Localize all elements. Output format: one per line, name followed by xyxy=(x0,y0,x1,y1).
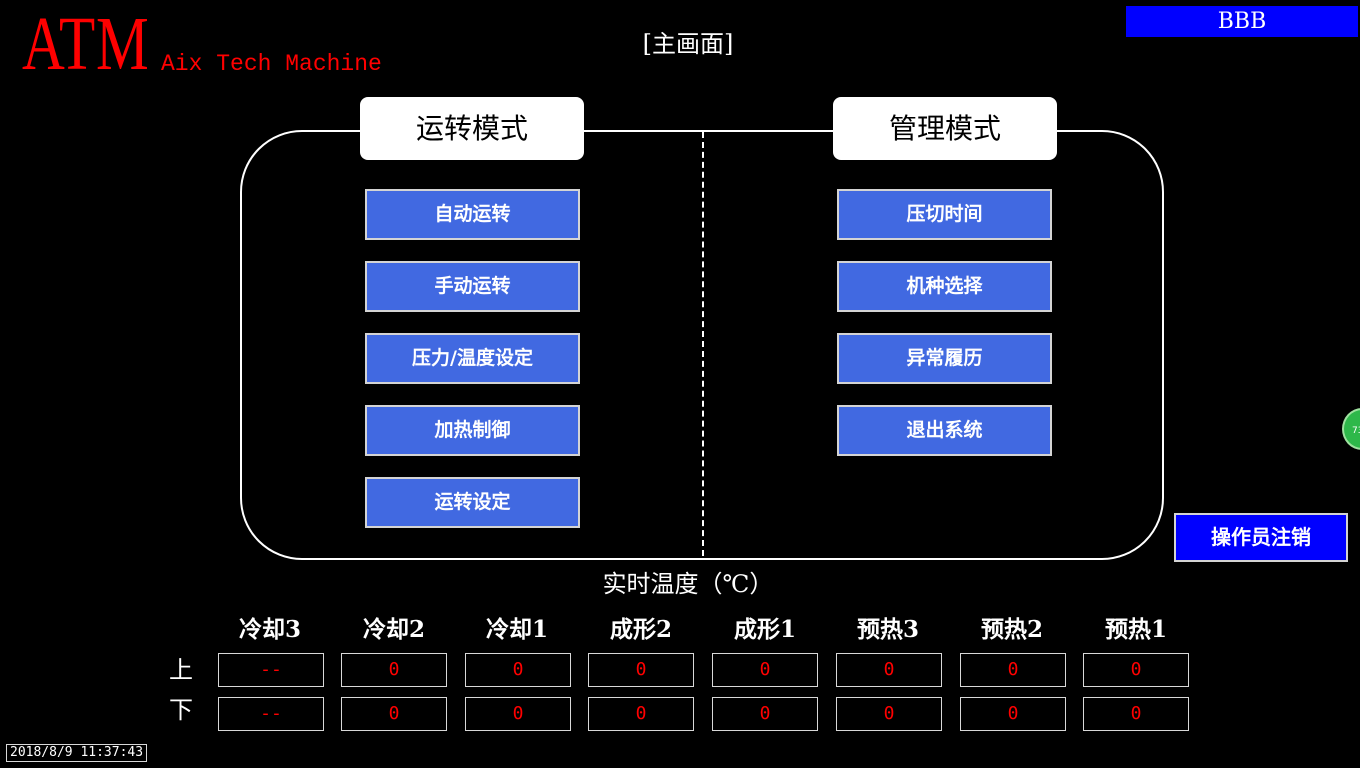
temp-value-lower-forming2: 0 xyxy=(588,697,694,731)
pressure-temp-settings-button[interactable]: 压力/温度设定 xyxy=(365,333,580,384)
column-header-forming2: 成形2 xyxy=(609,616,672,643)
alarm-history-button[interactable]: 异常履历 xyxy=(837,333,1052,384)
row-label-upper: 上 xyxy=(169,656,193,684)
temp-value-upper-preheat2: 0 xyxy=(960,653,1066,687)
temp-value-lower-cooling1: 0 xyxy=(465,697,571,731)
page-title: [主画面] xyxy=(642,30,734,58)
temp-value-upper-preheat3: 0 xyxy=(836,653,942,687)
column-header-forming1: 成形1 xyxy=(733,616,796,643)
column-header-preheat1: 预热1 xyxy=(1104,616,1167,643)
run-mode-header: 运转模式 xyxy=(360,97,584,160)
temp-value-upper-forming1: 0 xyxy=(712,653,818,687)
exit-system-button[interactable]: 退出系统 xyxy=(837,405,1052,456)
atm-logo: ATM xyxy=(22,2,150,86)
side-status-indicator[interactable]: 73 xyxy=(1342,408,1360,450)
operator-logout-button[interactable]: 操作员注销 xyxy=(1174,513,1348,562)
timestamp: 2018/8/9 11:37:43 xyxy=(6,744,148,762)
mode-panel-frame xyxy=(240,130,1164,560)
temperature-title: 实时温度（℃） xyxy=(602,570,774,598)
column-header-cooling1: 冷却1 xyxy=(485,616,548,643)
temp-value-lower-preheat3: 0 xyxy=(836,697,942,731)
temp-value-lower-preheat1: 0 xyxy=(1083,697,1189,731)
column-header-preheat3: 预热3 xyxy=(856,616,919,643)
temp-value-upper-forming2: 0 xyxy=(588,653,694,687)
temp-value-lower-preheat2: 0 xyxy=(960,697,1066,731)
logo-subtitle: Aix Tech Machine xyxy=(161,51,382,77)
row-label-lower: 下 xyxy=(169,696,193,724)
temp-value-upper-cooling3: -- xyxy=(218,653,324,687)
temp-value-lower-cooling2: 0 xyxy=(341,697,447,731)
user-badge: BBB xyxy=(1126,6,1358,37)
auto-run-button[interactable]: 自动运转 xyxy=(365,189,580,240)
press-cut-time-button[interactable]: 压切时间 xyxy=(837,189,1052,240)
run-settings-button[interactable]: 运转设定 xyxy=(365,477,580,528)
heating-control-button[interactable]: 加热制御 xyxy=(365,405,580,456)
admin-mode-header: 管理模式 xyxy=(833,97,1057,160)
temp-value-lower-forming1: 0 xyxy=(712,697,818,731)
temp-value-lower-cooling3: -- xyxy=(218,697,324,731)
temp-value-upper-cooling2: 0 xyxy=(341,653,447,687)
temp-value-upper-cooling1: 0 xyxy=(465,653,571,687)
temp-value-upper-preheat1: 0 xyxy=(1083,653,1189,687)
model-select-button[interactable]: 机种选择 xyxy=(837,261,1052,312)
panel-divider xyxy=(702,132,704,556)
manual-run-button[interactable]: 手动运转 xyxy=(365,261,580,312)
column-header-cooling3: 冷却3 xyxy=(238,616,301,643)
column-header-cooling2: 冷却2 xyxy=(362,616,425,643)
column-header-preheat2: 预热2 xyxy=(980,616,1043,643)
